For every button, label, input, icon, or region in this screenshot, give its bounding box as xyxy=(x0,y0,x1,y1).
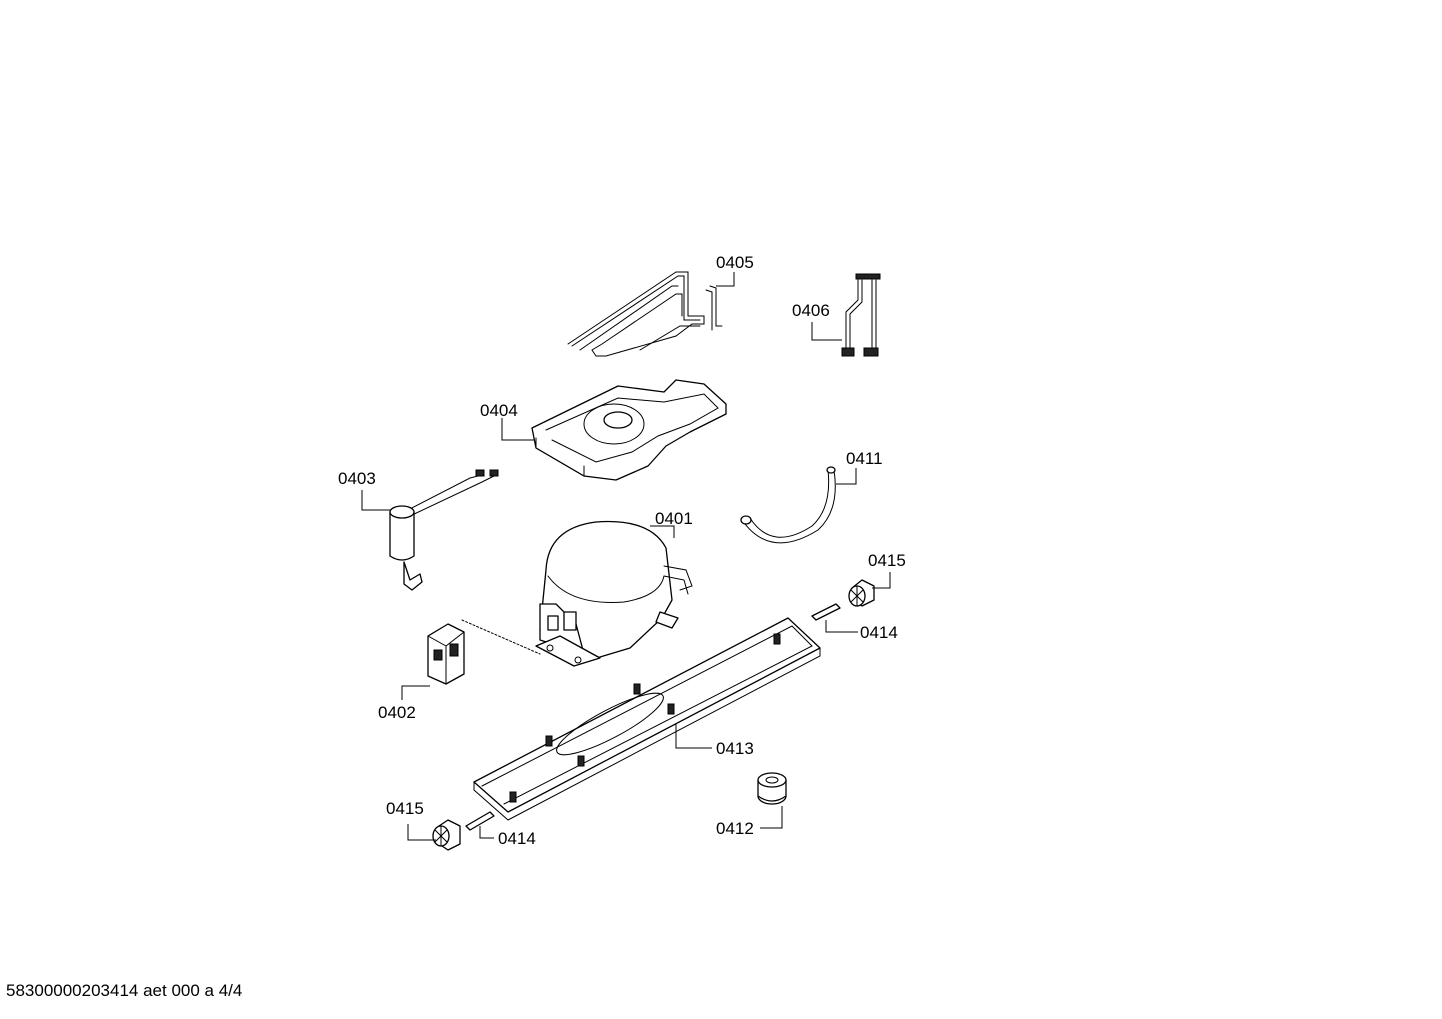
label-0402[interactable]: 0402 xyxy=(378,703,416,722)
leader-0413 xyxy=(675,724,712,749)
label-0404[interactable]: 0404 xyxy=(480,401,518,420)
part-0412-grommet[interactable] xyxy=(757,772,787,805)
part-0404-drip-tray[interactable] xyxy=(531,379,727,481)
part-0405-heater-wire[interactable] xyxy=(567,271,723,357)
label-0401[interactable]: 0401 xyxy=(655,509,693,528)
part-0414-pin-top[interactable] xyxy=(811,603,841,621)
leader-0412 xyxy=(760,806,783,829)
leader-0405 xyxy=(716,272,735,287)
leader-0404 xyxy=(501,418,534,441)
leader-0414-bottom xyxy=(479,826,494,839)
label-0415-bottom[interactable]: 0415 xyxy=(386,799,424,818)
leader-0403 xyxy=(361,490,390,511)
part-0402-relay[interactable] xyxy=(427,619,541,685)
label-0412[interactable]: 0412 xyxy=(716,819,754,838)
part-0403-capacitor[interactable] xyxy=(389,469,499,591)
part-0414-pin-bottom[interactable] xyxy=(465,811,495,831)
label-0403[interactable]: 0403 xyxy=(338,469,376,488)
leader-0415-bottom xyxy=(407,824,436,841)
leader-0411 xyxy=(836,468,857,485)
label-0406[interactable]: 0406 xyxy=(792,301,830,320)
leader-0402 xyxy=(401,685,430,700)
part-0401-compressor[interactable] xyxy=(535,520,693,667)
part-0415-foot-top[interactable] xyxy=(848,579,875,607)
document-footer-id: 58300000203414 aet 000 a 4/4 xyxy=(6,981,243,1000)
part-0415-foot-bottom[interactable] xyxy=(432,819,461,851)
label-0411[interactable]: 0411 xyxy=(846,449,883,468)
part-0406-wire-harness[interactable] xyxy=(841,273,881,357)
part-0413-mounting-rail[interactable] xyxy=(473,617,821,821)
label-0415-top[interactable]: 0415 xyxy=(868,551,906,570)
label-0405[interactable]: 0405 xyxy=(716,253,754,272)
leader-0415-top xyxy=(872,572,891,589)
leader-0414-top xyxy=(825,620,858,633)
leader-0401 xyxy=(650,525,675,538)
label-0413[interactable]: 0413 xyxy=(716,739,754,758)
leader-0406 xyxy=(811,322,842,341)
label-0414-top[interactable]: 0414 xyxy=(860,623,898,642)
part-0411-hose[interactable] xyxy=(740,466,836,544)
label-0414-bottom[interactable]: 0414 xyxy=(498,829,536,848)
